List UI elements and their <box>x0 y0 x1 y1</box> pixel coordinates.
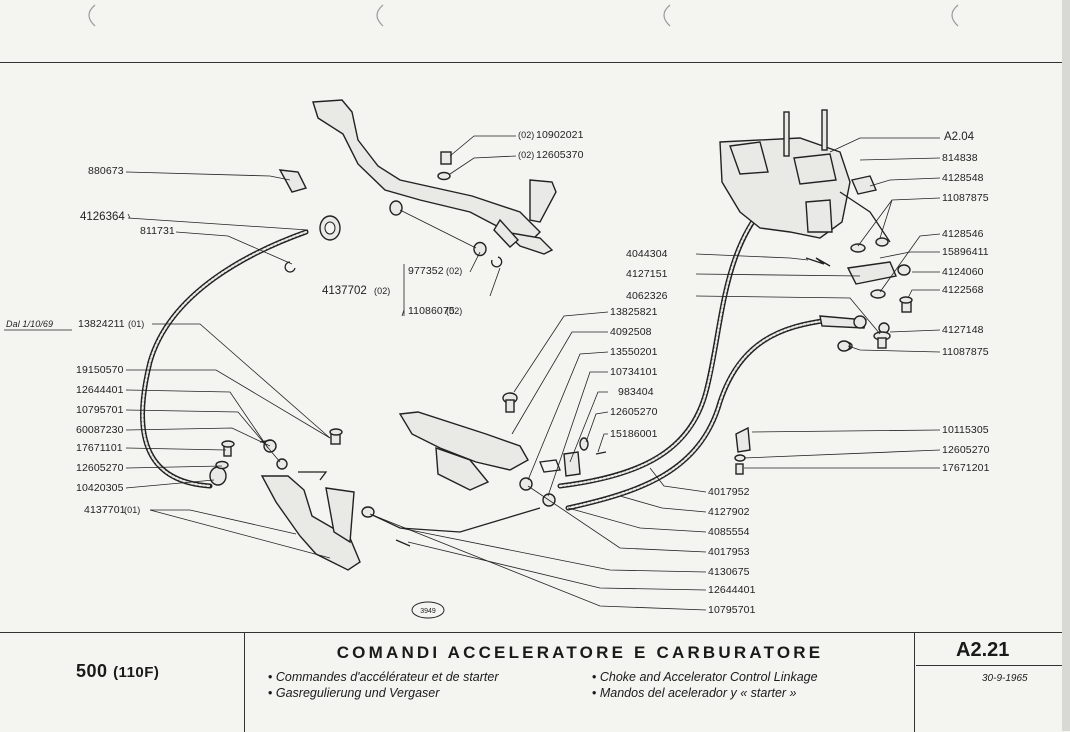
part-label: 13824211 <box>78 318 125 330</box>
part-label: 983404 <box>618 386 654 398</box>
part-label: 4127148 <box>942 324 984 336</box>
part-label: 4126364 <box>80 211 125 223</box>
part-label: 13550201 <box>610 346 658 358</box>
part-label: 10420305 <box>76 482 124 494</box>
model-cell: 500 (110F) <box>0 633 245 732</box>
part-label: 10795701 <box>708 604 756 616</box>
subtitles-left: Commandes d'accélérateur et de starter G… <box>268 669 499 701</box>
part-label: 11087875 <box>942 346 989 358</box>
part-label: 880673 <box>88 165 124 177</box>
part-label: 11086075 <box>408 305 455 317</box>
part-label: 4044304 <box>626 248 668 260</box>
part-label: 13825821 <box>610 306 658 318</box>
part-label: 4137702 <box>322 285 367 297</box>
part-label: 4124060 <box>942 266 984 278</box>
part-label: 4128546 <box>942 228 984 240</box>
part-label: 12644401 <box>76 384 124 396</box>
reference-cell: A2.21 30-9-1965 <box>916 633 1062 732</box>
part-label: 4017953 <box>708 546 750 558</box>
accelerator-cables <box>361 187 890 547</box>
model-number: 500 <box>76 661 108 681</box>
part-label: 4127902 <box>708 506 750 518</box>
part-label: 60087230 <box>76 424 124 436</box>
reference-code: A2.21 <box>956 639 1010 661</box>
part-label: 10795701 <box>76 404 124 416</box>
subtitles-right: Choke and Accelerator Control Linkage Ma… <box>592 669 818 701</box>
part-label: 10734101 <box>610 366 658 378</box>
part-label: 15186001 <box>610 428 658 440</box>
title-cell: COMANDI ACCELERATORE E CARBURATORE Comma… <box>246 633 915 732</box>
part-label-suffix: (02) <box>446 266 462 276</box>
part-label-suffix: (02) <box>446 306 462 316</box>
part-label: 4092508 <box>610 326 652 338</box>
page-edge <box>1062 0 1070 731</box>
leader-lines <box>125 135 941 611</box>
part-label: 17671201 <box>942 462 990 474</box>
choke-cable <box>140 169 341 489</box>
part-label: 4062326 <box>626 290 668 302</box>
hand-throttle-lever <box>398 392 607 507</box>
section-reference: A2.04 <box>944 131 975 143</box>
part-label: 4017952 <box>708 486 750 498</box>
subtitle-french: Commandes d'accélérateur et de starter <box>268 669 499 685</box>
drawing-number: 3949 <box>420 608 436 615</box>
part-label: 4127151 <box>626 268 668 280</box>
issue-date: 30-9-1965 <box>982 673 1028 684</box>
part-label: 12605270 <box>942 444 990 456</box>
part-label: 4137701 <box>84 504 126 516</box>
subtitle-english: Choke and Accelerator Control Linkage <box>592 669 818 685</box>
carburettor <box>719 109 913 475</box>
part-label-suffix: (01) <box>124 505 140 515</box>
part-label: 4122568 <box>942 284 984 296</box>
part-label: 814838 <box>942 152 978 164</box>
pedal-fasteners <box>389 151 503 268</box>
part-label: 10902021 <box>536 129 584 141</box>
part-label: 19150570 <box>76 364 124 376</box>
reference-divider <box>916 665 1062 666</box>
title-block: 500 (110F) COMANDI ACCELERATORE E CARBUR… <box>0 632 1062 732</box>
part-label-prefix: (02) <box>518 130 534 140</box>
pedal-bracket <box>209 428 361 571</box>
part-label: 4085554 <box>708 526 750 538</box>
handwritten-note: Dal 1/10/69 <box>6 319 53 329</box>
part-label: 11087875 <box>942 192 989 204</box>
part-label-suffix: (02) <box>374 286 390 296</box>
binding-holes <box>88 4 959 27</box>
subtitle-german: Gasregulierung und Vergaser <box>268 685 499 701</box>
part-label: 10115305 <box>942 424 989 436</box>
part-label: 17671101 <box>76 442 123 454</box>
part-label: 12605270 <box>76 462 124 474</box>
part-label: 12605270 <box>610 406 658 418</box>
drawing-number-stamp: 3949 <box>411 601 445 619</box>
part-number-labels: 880673 4126364 811731 Dal 1/10/69 138242… <box>4 129 990 616</box>
part-label: 12605370 <box>536 149 584 161</box>
subtitle-spanish: Mandos del acelerador y « starter » <box>592 685 818 701</box>
accelerator-pedal <box>312 99 557 255</box>
part-label-suffix: (01) <box>128 319 144 329</box>
part-label: 4130675 <box>708 566 750 578</box>
part-label: 4128548 <box>942 172 984 184</box>
part-label: 15896411 <box>942 246 989 258</box>
part-label: 811731 <box>140 225 175 237</box>
exploded-parts-diagram: 3949 <box>4 99 990 619</box>
part-label-prefix: (02) <box>518 150 534 160</box>
model-code: (110F) <box>113 664 160 681</box>
part-label: 12644401 <box>708 584 756 596</box>
model-designation: 500 (110F) <box>76 661 159 682</box>
part-label: 977352 <box>408 265 444 277</box>
sheet-frame <box>0 62 1062 732</box>
page-title: COMANDI ACCELERATORE E CARBURATORE <box>336 643 824 662</box>
